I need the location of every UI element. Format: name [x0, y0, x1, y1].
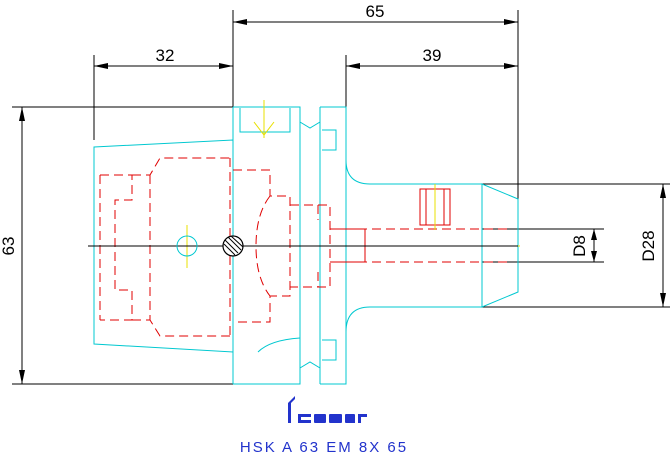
dimension-label-63: 63	[0, 237, 18, 256]
dimension-label-32: 32	[156, 46, 175, 65]
dimension-label-39: 39	[423, 46, 442, 65]
dimension-label-d8: D8	[570, 235, 589, 257]
part-code: HSK A 63 EM 8X 65	[240, 439, 408, 456]
dimension-projection-length: 39	[345, 46, 518, 107]
dimension-overall-length: 65	[232, 2, 519, 245]
logo-brand: iscar	[0, 0, 3, 1]
section-marker	[176, 235, 244, 257]
hidden-features	[99, 157, 510, 337]
center-lines	[88, 100, 520, 268]
iscar-logo: iscar	[0, 0, 367, 423]
dimension-shank-diameter: D28	[482, 183, 670, 308]
dimension-label-d28: D28	[639, 230, 658, 261]
dimension-label-65: 65	[366, 2, 385, 21]
dimension-flange-length: 32	[93, 46, 233, 140]
